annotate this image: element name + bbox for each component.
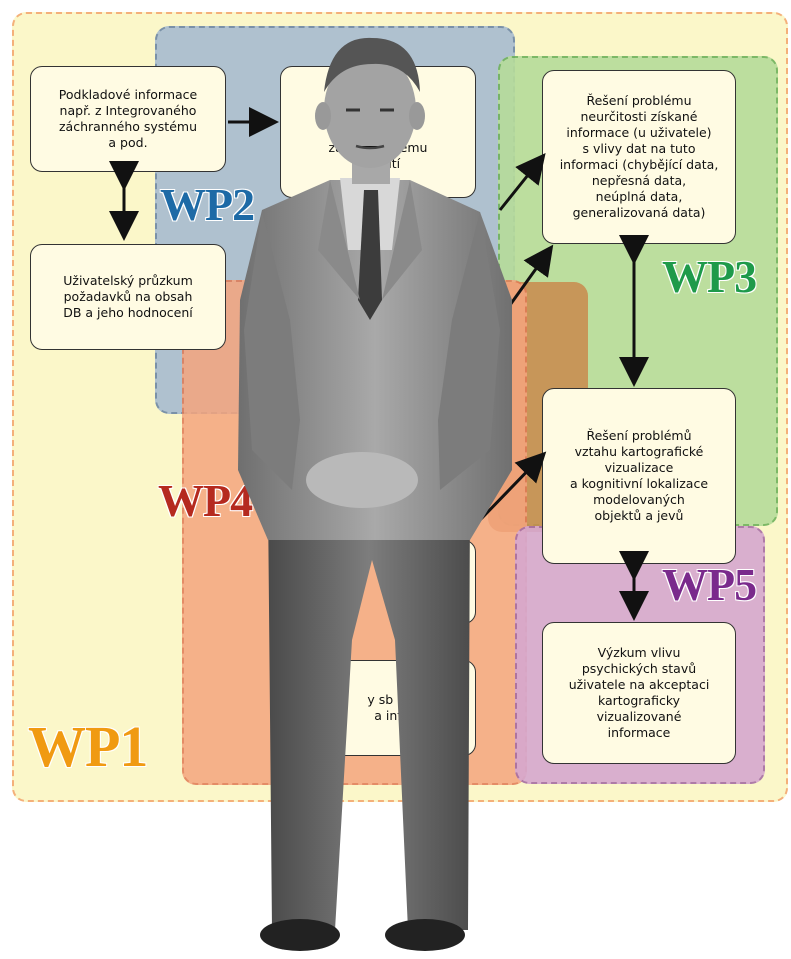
person-arm-right xyxy=(438,212,500,490)
person-tie xyxy=(358,190,382,320)
wp2-label: WP2 xyxy=(160,179,255,230)
box-uncertainty: Řešení problému neurčitosti získané info… xyxy=(542,70,736,244)
wp3-label: WP3 xyxy=(662,251,757,302)
arrow-to-cartographic xyxy=(478,451,547,522)
box-user-survey: Uživatelský průzkum požadavků na obsah D… xyxy=(30,244,226,350)
arrows xyxy=(109,107,649,621)
wp1-label: WP1 xyxy=(28,714,148,779)
person-photo xyxy=(238,37,512,951)
person-head xyxy=(324,52,416,168)
box-psych-research: Výzkum vlivu psychických stavů uživatele… xyxy=(542,622,736,764)
person-lapel-left xyxy=(318,180,360,300)
person-ear-right xyxy=(409,102,425,130)
person-shoe-right xyxy=(385,919,465,951)
wp5-label: WP5 xyxy=(662,559,757,610)
person-lapel-right xyxy=(382,180,422,300)
person-hands xyxy=(306,452,418,508)
person-shoe-left xyxy=(260,919,340,951)
box-cartographic: Řešení problémů vztahu kartografické viz… xyxy=(542,388,736,564)
wp4-label: WP4 xyxy=(158,475,253,526)
arrow-to-uncertainty-2 xyxy=(503,244,554,313)
person-ear-left xyxy=(315,102,331,130)
person-mouth xyxy=(355,144,385,150)
person-hair xyxy=(324,37,420,92)
person-arm-left xyxy=(244,212,300,490)
arrow-to-uncertainty xyxy=(498,152,546,211)
person-trousers xyxy=(268,500,470,930)
box-background-info: Podkladové informace např. z Integrované… xyxy=(30,66,226,172)
